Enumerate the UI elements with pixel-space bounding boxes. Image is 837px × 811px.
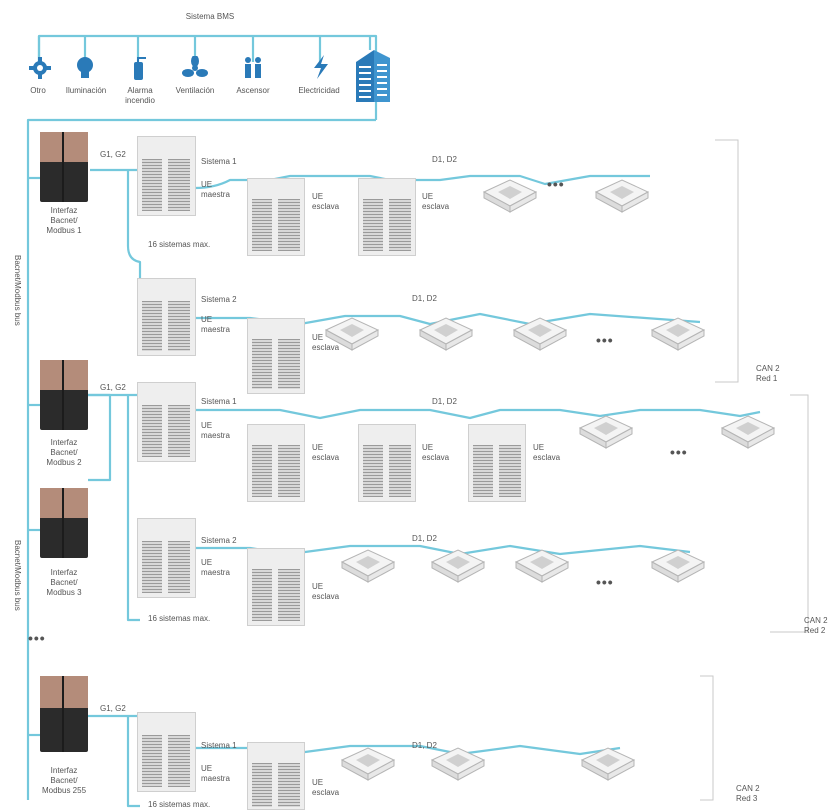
g1g2-label-1: G1, G2: [100, 150, 126, 159]
fire-extinguisher-icon: [134, 57, 146, 80]
bus-label-bottom: Bacnet/Modbus bus: [13, 540, 22, 611]
g1-max16: 16 sistemas max.: [148, 240, 211, 249]
g255-s1-ue-maestra: UE maestra: [201, 764, 230, 783]
bms-item-electricidad: Electricidad: [298, 86, 340, 95]
outdoor-unit-master: [137, 278, 196, 356]
g1-sistema1-label: Sistema 1: [201, 157, 237, 166]
bms-item-ascensor: Ascensor: [236, 86, 270, 95]
g1-drop: [126, 170, 142, 312]
g1-s2-d1d2: D1, D2: [412, 294, 437, 303]
g2-s2-ue-maestra: UE maestra: [201, 558, 230, 577]
g2-s1-ue-maestra: UE maestra: [201, 421, 230, 440]
interface-cabinet-3: [40, 488, 88, 558]
lightbulb-icon: [77, 57, 93, 78]
bracket-red3: [700, 675, 714, 801]
g1-s2-ue-maestra: UE maestra: [201, 315, 230, 334]
g1g2-label-255: G1, G2: [100, 704, 126, 713]
bracket-red1: [715, 139, 739, 383]
g2-s2-d1d2: D1, D2: [412, 534, 437, 543]
bracket-red2: [770, 394, 809, 633]
outdoor-unit-slave: [247, 178, 305, 256]
interface-cabinet-255: [40, 676, 88, 752]
interface-cabinet-1: [40, 132, 88, 202]
g2-drop: [126, 395, 140, 622]
bms-item-iluminacion: Iluminación: [65, 86, 107, 95]
g1-s1-ue-esclava-1: UE esclava: [312, 192, 340, 211]
outdoor-unit-slave: [247, 742, 305, 810]
bms-down: [26, 118, 376, 800]
g1-sistema2-label: Sistema 2: [201, 295, 237, 304]
outdoor-unit-master: [137, 712, 196, 792]
elevator-icon: [245, 57, 261, 78]
bms-item-otro: Otro: [30, 86, 46, 95]
outdoor-unit-master: [137, 382, 196, 462]
network-red2: CAN 2 Red 2: [804, 616, 828, 635]
g2-s1-d1d2: D1, D2: [432, 397, 457, 406]
g1-s1-ue-maestra: UE maestra: [201, 180, 230, 199]
g1-s1-ue-esclava-2: UE esclava: [422, 192, 450, 211]
bms-item-alarma: Alarma incendio: [125, 86, 155, 105]
g2-s1-ue-esclava-2: UE esclava: [422, 443, 450, 462]
interface-cabinet-2: [40, 360, 88, 430]
g1-s2-ue-esclava: UE esclava: [312, 333, 340, 352]
gear-icon: [29, 57, 51, 79]
g255-max16: 16 sistemas max.: [148, 800, 211, 809]
g2-s1-dots: •••: [670, 444, 688, 460]
bms-item-ventilacion: Ventilación: [175, 86, 215, 95]
interface-label-255: Interfaz Bacnet/ Modbus 255: [41, 766, 87, 795]
outdoor-unit-master: [137, 136, 196, 216]
network-red1: CAN 2 Red 1: [756, 364, 780, 383]
network-red3: CAN 2 Red 3: [736, 784, 760, 803]
outdoor-unit-slave: [358, 178, 416, 256]
outdoor-unit-slave: [247, 548, 305, 626]
interface-label-1: Interfaz Bacnet/ Modbus 1: [46, 206, 82, 235]
outdoor-unit-master: [137, 518, 196, 598]
interfaces-gap-dots: •••: [28, 630, 46, 646]
g2-sistema1-label: Sistema 1: [201, 397, 237, 406]
building-icon: [356, 50, 390, 102]
bus-label-top: Bacnet/Modbus bus: [13, 255, 22, 326]
g2-s1-d-line: [195, 408, 761, 420]
g1-s1-d1d2: D1, D2: [432, 155, 457, 164]
g2-s2-ue-esclava: UE esclava: [312, 582, 340, 601]
g1-s1-d-line: [194, 174, 650, 190]
interface-label-2: Interfaz Bacnet/ Modbus 2: [46, 438, 82, 467]
g1-s2-dots: •••: [596, 332, 614, 348]
g255-drop: [126, 716, 140, 808]
g2-s2-dots: •••: [596, 574, 614, 590]
g1-s1-dots: •••: [547, 176, 565, 192]
outdoor-unit-slave: [247, 424, 305, 502]
lightning-icon: [314, 55, 328, 79]
g2-s1-ue-esclava-3: UE esclava: [533, 443, 561, 462]
interface-label-3: Interfaz Bacnet/ Modbus 3: [46, 568, 82, 597]
g2-max16: 16 sistemas max.: [148, 614, 211, 623]
outdoor-unit-slave: [468, 424, 526, 502]
g1g2-label-2: G1, G2: [100, 383, 126, 392]
g255-s1-d1d2: D1, D2: [412, 741, 437, 750]
bms-title: Sistema BMS: [185, 12, 235, 21]
g255-s1-ue-esclava: UE esclava: [312, 778, 340, 797]
fan-icon: [182, 56, 208, 77]
g255-sistema1-label: Sistema 1: [201, 741, 237, 750]
g2-sistema2-label: Sistema 2: [201, 536, 237, 545]
g2-s1-ue-esclava-1: UE esclava: [312, 443, 340, 462]
outdoor-unit-slave: [247, 318, 305, 394]
outdoor-unit-slave: [358, 424, 416, 502]
bms-drops: [37, 36, 372, 62]
